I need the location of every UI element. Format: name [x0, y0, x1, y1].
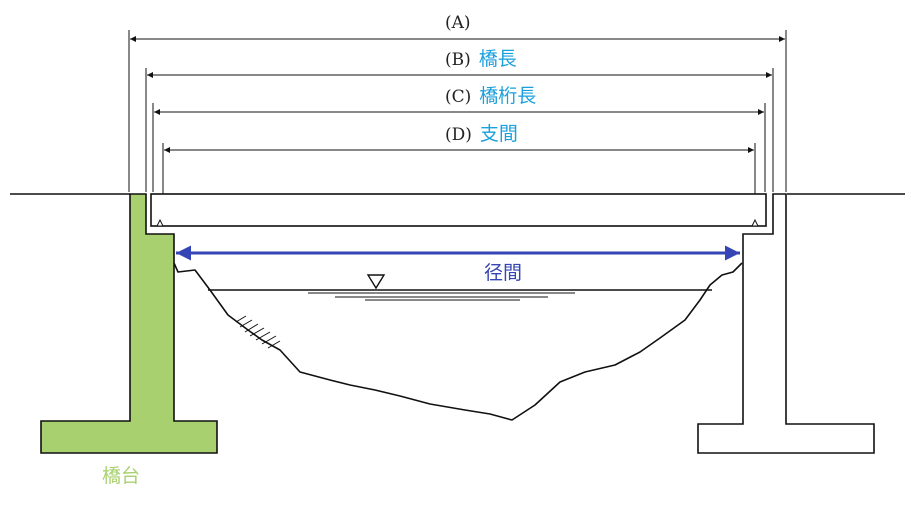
- dimension-c-label: (C) 橋桁長: [445, 85, 536, 107]
- bridge-girder: [150, 193, 767, 227]
- dimension-d-label: (D) 支間: [445, 123, 518, 145]
- dimension-b-label: (B) 橋長: [445, 48, 517, 70]
- clear-span-label: 径間: [484, 262, 522, 284]
- left-bearing-icon: [156, 218, 164, 227]
- left-abutment: [40, 193, 218, 454]
- slope-hatching: [235, 315, 281, 349]
- riverbed-terrain: [173, 262, 743, 421]
- water-level-triangle-icon: [366, 274, 386, 290]
- right-bearing-icon: [751, 218, 759, 227]
- right-abutment: [697, 193, 875, 454]
- water-ripple-lines: [308, 292, 575, 301]
- dimension-a-label: (A): [445, 13, 471, 33]
- abutment-label: 橋台: [102, 465, 140, 487]
